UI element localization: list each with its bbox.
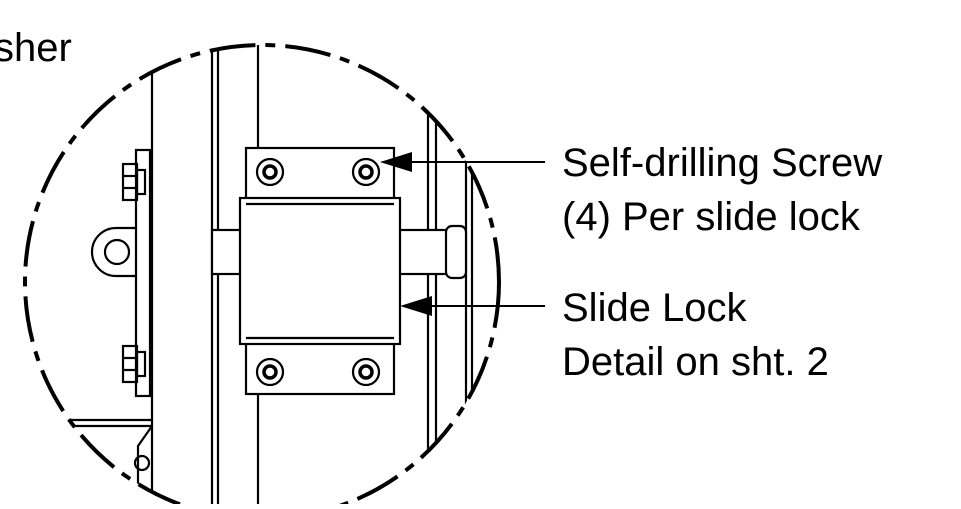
screw-top-right	[351, 157, 381, 187]
slide-lock-callout-line2: Detail on sht. 2	[562, 340, 829, 384]
slide-lock-callout-line1: Slide Lock	[562, 286, 747, 330]
screw-bottom-left	[255, 357, 285, 387]
bracket-bolt	[133, 454, 151, 472]
tab-hole	[103, 238, 131, 266]
detail-boundary-circle	[23, 43, 501, 509]
screw-callout-line2: (4) Per slide lock	[562, 195, 860, 239]
drawing-geometry	[25, 45, 474, 504]
leader-screw	[380, 152, 545, 172]
screw-bottom-right	[351, 357, 381, 387]
bolt-head-upper	[121, 162, 139, 202]
mounting-plate	[134, 148, 152, 398]
slide-lock-bolt-knob	[444, 224, 468, 280]
bolt-head-lower	[121, 344, 139, 384]
slide-lock-upper-plate	[244, 146, 396, 202]
leader-slide-lock	[400, 296, 545, 316]
screw-callout-line1: Self-drilling Screw	[562, 141, 883, 185]
slide-lock-body	[238, 196, 402, 346]
screw-top-left	[255, 157, 285, 187]
washer-callout-partial: sher	[0, 26, 72, 70]
mounting-tab	[90, 226, 136, 278]
